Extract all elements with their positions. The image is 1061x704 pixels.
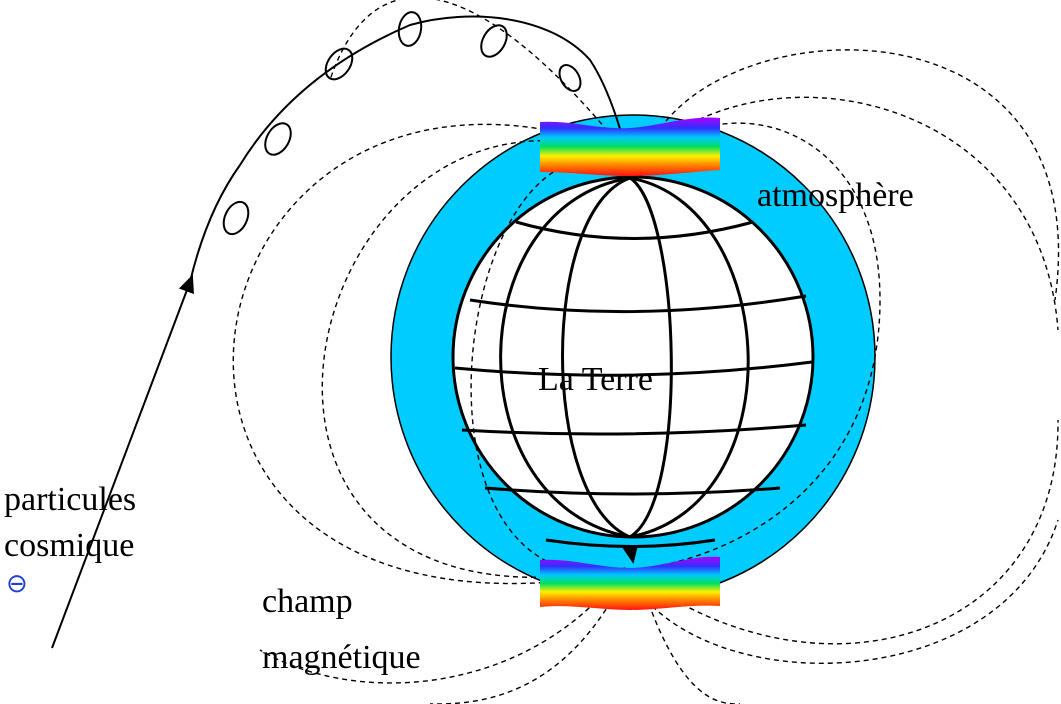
particles-label-line1: particules (4, 481, 136, 518)
atmosphere-label: atmosphère (757, 177, 914, 214)
earth-globe (451, 175, 815, 548)
aurora-north (540, 117, 720, 176)
aurora-south (540, 556, 720, 610)
earth-label: La Terre (538, 361, 653, 398)
particle-trajectory (51, 11, 642, 649)
field-label-line1: champ (262, 583, 353, 620)
particles-label-line2: cosmique (4, 527, 134, 564)
negative-particle-icon: ⊖ (6, 569, 28, 599)
field-label-line2: magnétique (262, 639, 421, 676)
